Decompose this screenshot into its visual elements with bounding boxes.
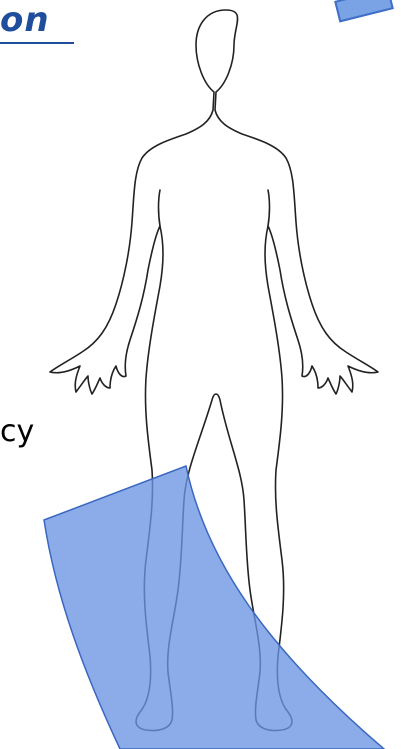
curved-band-shape — [44, 466, 384, 749]
